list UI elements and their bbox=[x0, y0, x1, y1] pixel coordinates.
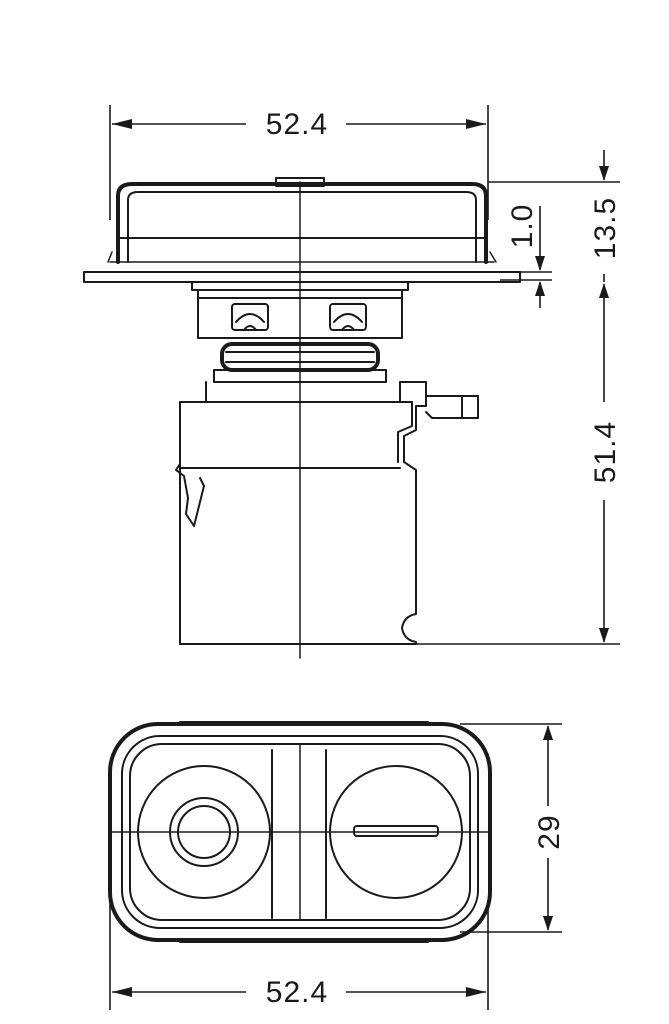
dim-head-height-label: 13.5 bbox=[589, 197, 622, 259]
side-view bbox=[83, 177, 521, 659]
screw-right bbox=[329, 303, 367, 331]
latch bbox=[425, 395, 479, 419]
front-view bbox=[108, 721, 492, 943]
dim-bottom-width-label: 52.4 bbox=[266, 976, 328, 1009]
head-cap-inner bbox=[127, 191, 477, 263]
contact-block-right-edge bbox=[399, 381, 427, 645]
dim-bottom-width: 52.4 bbox=[109, 900, 489, 1010]
screw-left bbox=[231, 303, 269, 331]
dim-front-height-label: 29 bbox=[533, 814, 566, 849]
dim-top-width-label: 52.4 bbox=[266, 108, 328, 141]
contact-block-step bbox=[397, 381, 413, 463]
dim-gap-label: 1.0 bbox=[506, 204, 539, 249]
dim-body-height: 51.4 bbox=[416, 283, 622, 645]
mounting-flange bbox=[83, 271, 521, 283]
dim-gap: 1.0 bbox=[490, 204, 552, 308]
dim-front-height: 29 bbox=[460, 723, 566, 933]
selector-bar bbox=[353, 825, 439, 837]
left-clip bbox=[175, 463, 205, 527]
contact-block-body bbox=[179, 381, 411, 645]
head-cap bbox=[116, 182, 488, 264]
head-base-corners bbox=[107, 251, 497, 263]
dim-top-width: 52.4 bbox=[109, 105, 489, 220]
enclosure-outer bbox=[108, 722, 492, 942]
dim-body-height-label: 51.4 bbox=[589, 421, 622, 483]
dim-head-height: 13.5 bbox=[488, 150, 622, 282]
